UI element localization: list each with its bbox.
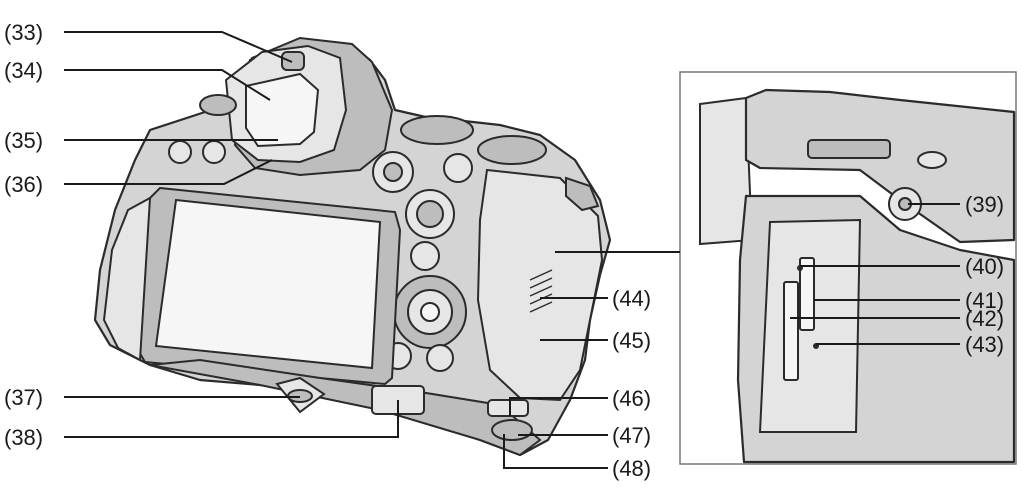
callout-47: (47) bbox=[612, 423, 651, 448]
diopter-knob bbox=[199, 94, 237, 116]
button-fn-top bbox=[443, 153, 473, 183]
menu-set-button bbox=[420, 302, 440, 322]
card-slot-2 bbox=[783, 281, 799, 381]
card-door-lever bbox=[491, 419, 533, 441]
callout-43: (43) bbox=[965, 332, 1004, 357]
leader-lines bbox=[64, 31, 960, 469]
eye-sensor bbox=[281, 51, 305, 71]
bottom-plate bbox=[149, 358, 542, 457]
leader-38 bbox=[64, 400, 399, 438]
callout-38: (38) bbox=[4, 425, 43, 450]
speaker-grille bbox=[529, 269, 553, 313]
callout-36: (36) bbox=[4, 172, 43, 197]
callout-35: (35) bbox=[4, 128, 43, 153]
callout-42: (42) bbox=[965, 306, 1004, 331]
button-bottom-2 bbox=[426, 344, 454, 372]
inset-top-dial bbox=[807, 139, 891, 159]
grip-panel bbox=[476, 168, 604, 402]
callout-46: (46) bbox=[612, 386, 651, 411]
strap-lug bbox=[565, 176, 600, 212]
leader-34 bbox=[64, 69, 271, 101]
callout-41: (41) bbox=[965, 288, 1004, 313]
leader-48 bbox=[503, 434, 608, 469]
camera-rear-illustration bbox=[93, 36, 612, 457]
joystick bbox=[416, 200, 444, 228]
callout-45: (45) bbox=[612, 328, 651, 353]
callout-48: (48) bbox=[612, 456, 651, 481]
callout-33: (33) bbox=[4, 20, 43, 45]
leader-36 bbox=[64, 159, 273, 185]
card-slot-1 bbox=[799, 257, 815, 331]
rear-dial bbox=[477, 135, 547, 165]
callout-40: (40) bbox=[965, 254, 1004, 279]
viewfinder-window bbox=[245, 72, 320, 148]
inset-knob bbox=[917, 151, 947, 169]
button-top-left-2 bbox=[202, 140, 226, 164]
callout-44: (44) bbox=[612, 286, 651, 311]
callout-37: (37) bbox=[4, 385, 43, 410]
callout-labels: (33) (34) (35) (36) (37) (38) (39) (40) … bbox=[4, 20, 1004, 481]
callout-39: (39) bbox=[965, 192, 1004, 217]
monitor-screen bbox=[154, 198, 382, 370]
button-top-left-1 bbox=[168, 140, 192, 164]
front-dial bbox=[400, 115, 474, 145]
card-door-release bbox=[487, 399, 529, 417]
leader-46 bbox=[509, 397, 608, 416]
button-af-on bbox=[410, 241, 440, 271]
callout-34: (34) bbox=[4, 58, 43, 83]
monitor-hinge bbox=[102, 196, 152, 362]
leader-33 bbox=[64, 31, 293, 63]
focus-mode-lever-center bbox=[383, 162, 403, 182]
